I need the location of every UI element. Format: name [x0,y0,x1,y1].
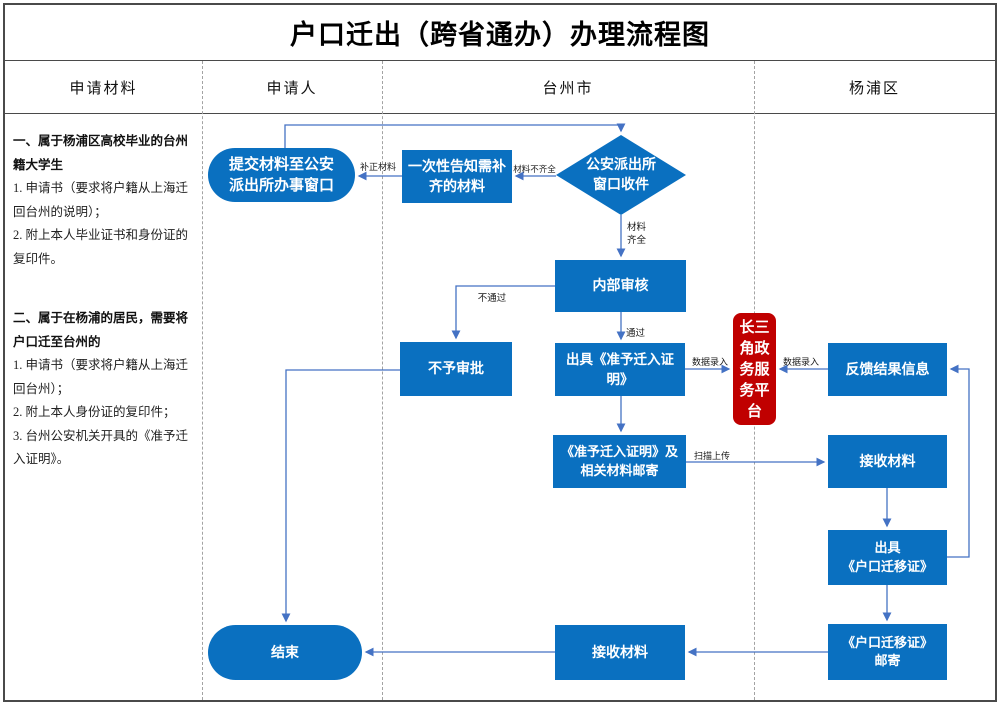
lane-header-applicant: 申请人 [266,79,318,97]
edge-label-supplement: 补正材料 [359,162,396,172]
edge-label-fail: 不通过 [477,293,507,304]
lane-divider-2 [382,61,383,700]
node-intake-decision-label: 公安派出所 窗口收件 [586,156,656,192]
materials-section2-heading: 二、属于在杨浦的居民，需要将户口迁至台州的 [13,311,189,349]
lane-divider-1 [202,61,203,700]
materials-section-2: 二、属于在杨浦的居民，需要将户口迁至台州的 1. 申请书（要求将户籍从上海迁回台… [13,307,191,472]
materials-section-1: 一、属于杨浦区高校毕业的台州籍大学生 1. 申请书（要求将户籍从上海迁回台州的说… [13,130,191,271]
edge-label-complete: 材料 齐全 [627,222,647,246]
node-mail-permit: 《准予迁入证明》及 相关材料邮寄 [553,435,686,488]
edge-label-pass: 通过 [626,328,646,339]
node-feedback-result: 反馈结果信息 [828,343,947,396]
node-intake-decision: 公安派出所 窗口收件 [556,135,686,215]
title-band: 户口迁出（跨省通办）办理流程图 [5,5,995,60]
materials-section1-item-1: 1. 申请书（要求将户籍从上海迁回台州的说明）； [13,181,189,219]
node-internal-review: 内部审核 [555,260,686,312]
node-platform: 长三角政务服务平台 [733,313,776,425]
materials-section1-heading: 一、属于杨浦区高校毕业的台州籍大学生 [13,134,189,172]
header-separator-line [5,113,995,114]
materials-panel: 一、属于杨浦区高校毕业的台州籍大学生 1. 申请书（要求将户籍从上海迁回台州的说… [13,130,191,472]
title-separator-line [5,60,995,61]
node-notify-supplement: 一次性告知需补 齐的材料 [402,150,512,203]
node-submit-materials: 提交材料至公安 派出所办事窗口 [208,148,355,202]
materials-section2-item-1: 1. 申请书（要求将户籍从上海迁回台州）； [13,358,189,396]
materials-section1-item-2: 2. 附上本人毕业证书和身份证的复印件。 [13,228,189,266]
node-end: 结束 [208,625,362,680]
node-issue-cert: 出具 《户口迁移证》 [828,530,947,585]
lane-header-taizhou: 台州市 [542,79,594,97]
edge-label-incomplete: 材料不齐全 [513,164,556,174]
node-reject: 不予审批 [400,342,512,396]
materials-section2-item-3: 3. 台州公安机关开具的《准予迁入证明》。 [13,428,189,467]
lane-header-materials: 申请材料 [69,79,138,97]
edge-label-scan-upload: 扫描上传 [693,451,730,461]
node-receive-materials-yangpu: 接收材料 [828,435,947,488]
node-receive-materials-taizhou: 接收材料 [555,625,685,680]
node-mail-cert: 《户口迁移证》 邮寄 [828,624,947,680]
edge-label-data-entry-right: 数据录入 [782,357,819,367]
edge-issue-cert-to-feedback [947,364,970,558]
lane-header-yangpu: 杨浦区 [848,79,900,97]
edge-label-data-entry-left: 数据录入 [691,357,728,367]
node-issue-permit: 出具《准予迁入证 明》 [555,343,685,396]
materials-section2-item-2: 2. 附上本人身份证的复印件； [13,405,176,419]
page-title: 户口迁出（跨省通办）办理流程图 [290,20,710,50]
